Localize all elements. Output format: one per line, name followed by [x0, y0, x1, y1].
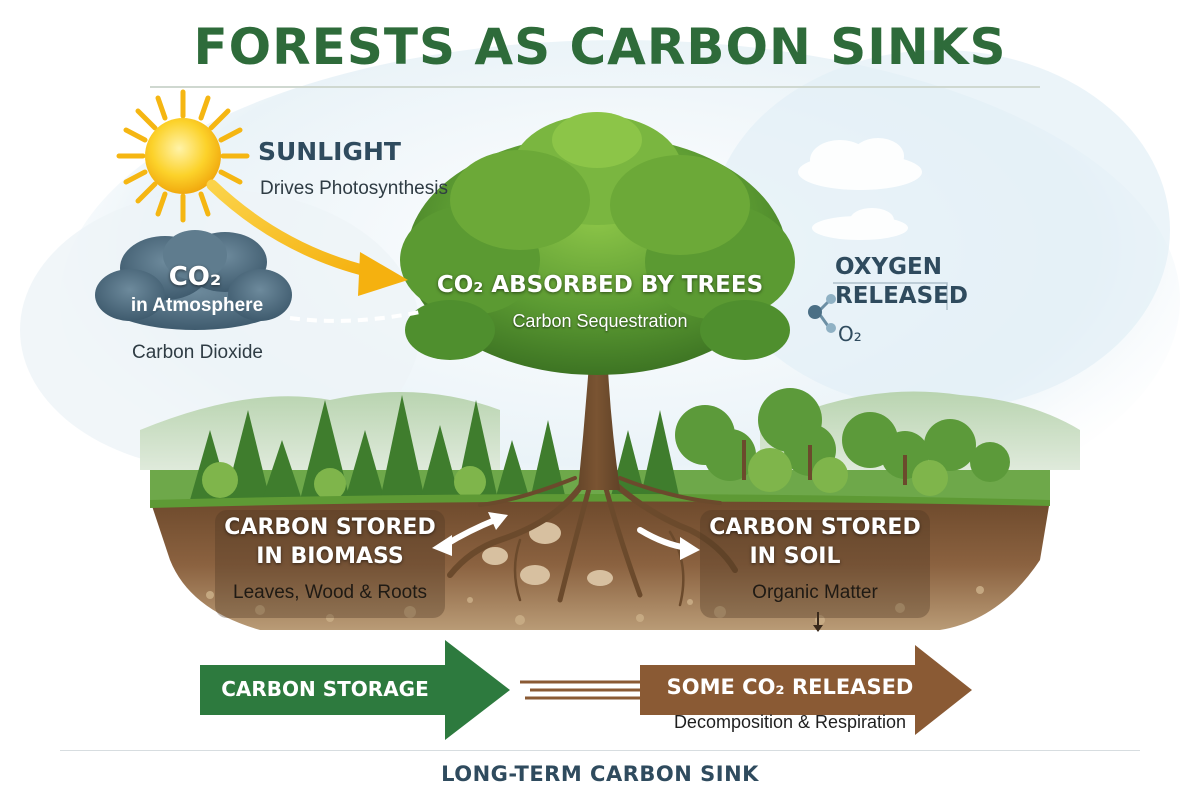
- sunlight-heading: SUNLIGHT: [258, 137, 401, 166]
- soil-subtext: Organic Matter: [752, 582, 878, 603]
- oxygen-molecule-icon: [808, 294, 836, 333]
- soil-label-backdrop: [700, 510, 930, 618]
- page-title: FORESTS AS CARBON SINKS: [193, 18, 1007, 76]
- footer-caption: LONG-TERM CARBON SINK: [441, 762, 759, 786]
- sunlight-arrow: [206, 179, 376, 278]
- soil-rocks: [482, 522, 613, 586]
- footer-divider: [60, 750, 1140, 751]
- soil-heading-line2: IN SOIL: [749, 544, 841, 569]
- tree-roots: [447, 476, 738, 607]
- co2-cloud-symbol: CO₂: [168, 262, 222, 292]
- cloud-icon: [798, 138, 922, 240]
- soil-heading-line1: CARBON STORED: [709, 515, 921, 540]
- co2-release-label: SOME CO₂ RELEASED: [666, 675, 914, 699]
- absorption-subtext: Carbon Sequestration: [512, 311, 688, 331]
- soil-transfer-arrow-icon: [637, 527, 700, 560]
- co2-release-arrow: [640, 645, 972, 735]
- release-speed-lines: [520, 680, 640, 700]
- soil-layer: [150, 500, 1050, 630]
- biomass-heading-line1: CARBON STORED: [224, 515, 436, 540]
- co2-cloud-label: in Atmosphere: [130, 295, 264, 316]
- absorption-heading: CO₂ ABSORBED BY TREES: [436, 272, 764, 298]
- biomass-exchange-arrow-icon: [432, 512, 508, 556]
- title-divider: [150, 86, 1040, 88]
- carbon-storage-label: CARBON STORAGE: [221, 677, 429, 701]
- co2-cloud-icon: [95, 230, 292, 330]
- down-arrow-icon: [813, 612, 823, 632]
- biomass-subtext: Leaves, Wood & Roots: [233, 582, 427, 603]
- carbon-storage-arrow: [200, 640, 510, 740]
- oxygen-heading-line2: RELEASED: [835, 283, 968, 309]
- oxygen-label-underline: [833, 282, 948, 310]
- oxygen-heading-line1: OXYGEN: [835, 254, 942, 280]
- sun-icon: [116, 89, 250, 223]
- tree-canopy: [400, 112, 795, 375]
- biomass-heading-line2: IN BIOMASS: [256, 544, 404, 569]
- biomass-label-backdrop: [215, 510, 445, 618]
- co2-cloud-caption: Carbon Dioxide: [132, 342, 263, 363]
- oxygen-symbol: O₂: [838, 322, 862, 346]
- tree-trunk: [555, 290, 638, 490]
- co2-release-subtext: Decomposition & Respiration: [673, 712, 907, 732]
- sunlight-subtext: Drives Photosynthesis: [260, 178, 448, 199]
